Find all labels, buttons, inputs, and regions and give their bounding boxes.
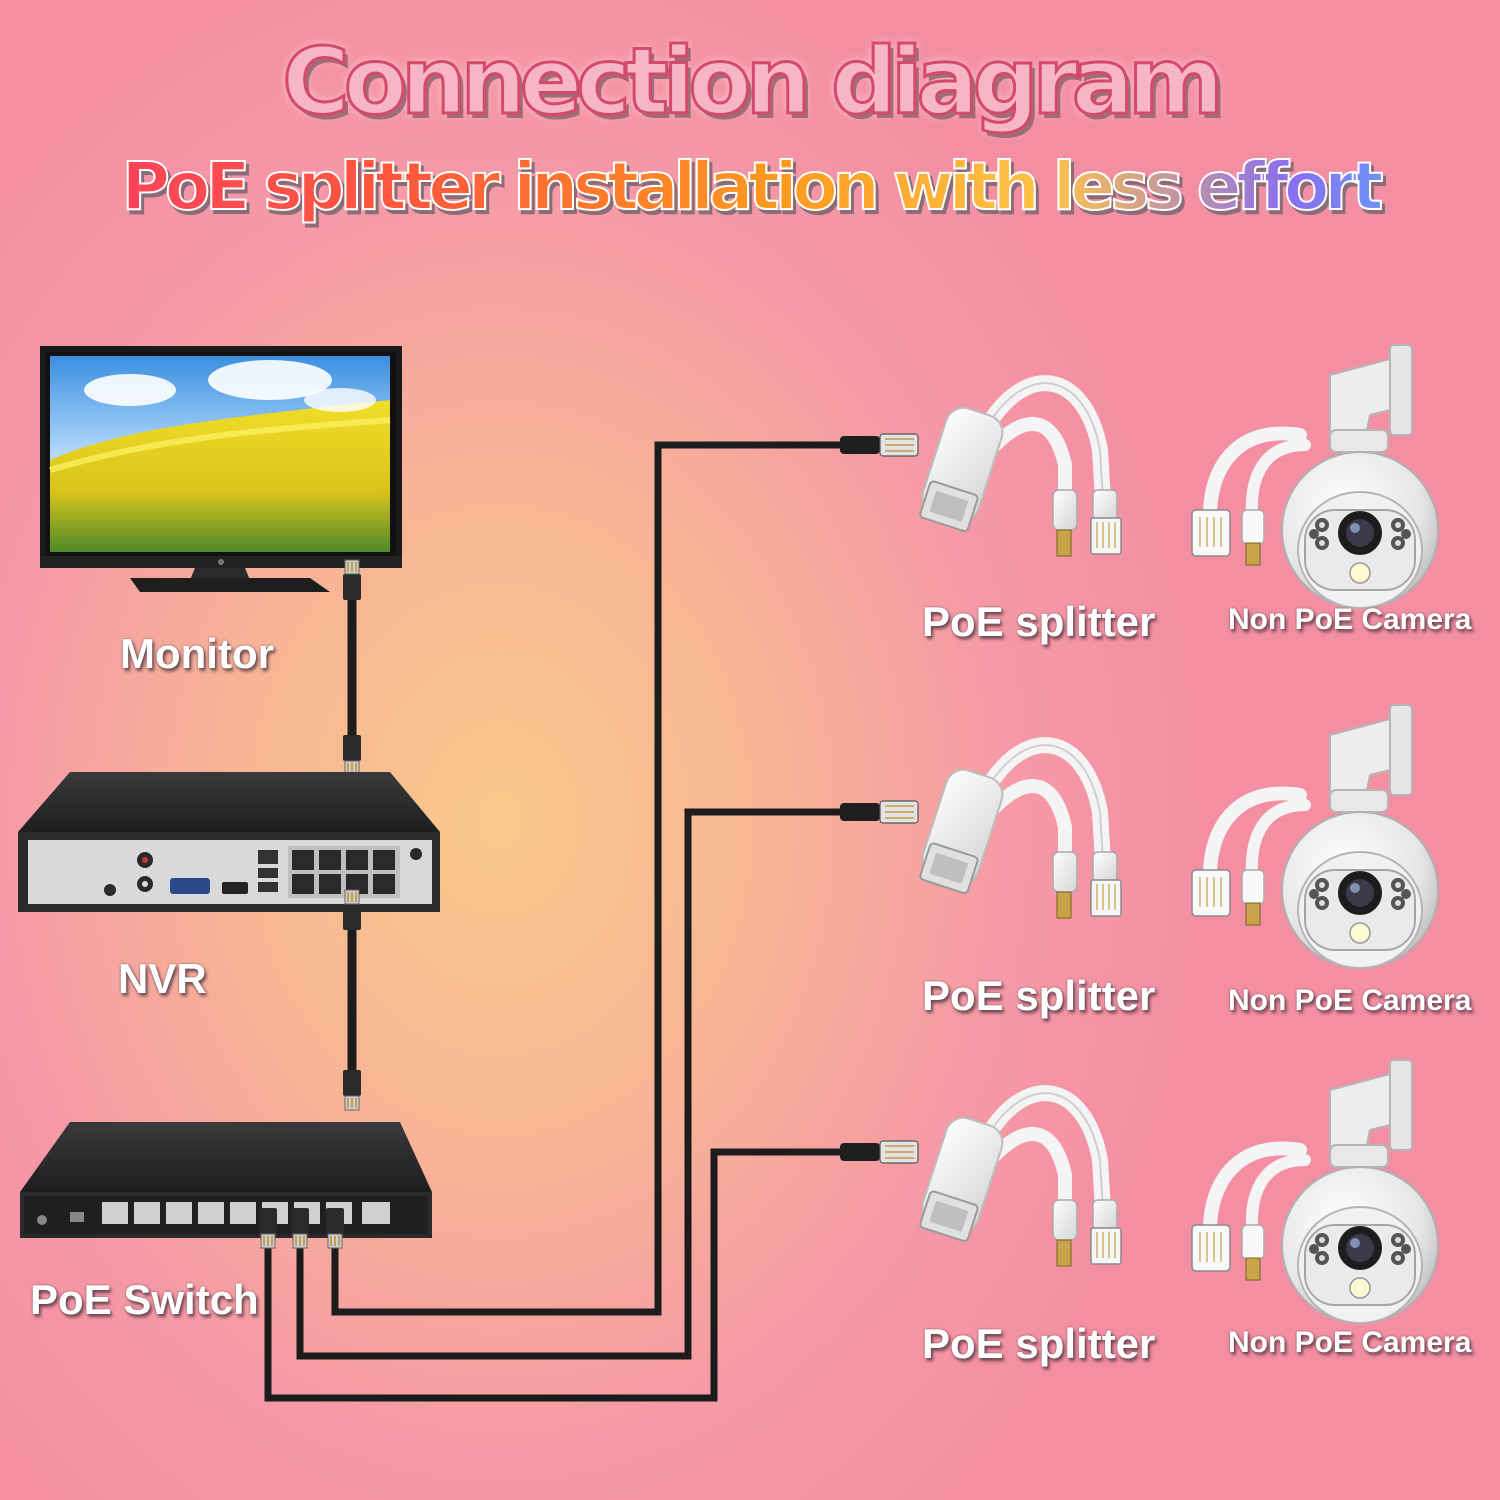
non-poe-camera-label-3: Non PoE Camera (1228, 1326, 1472, 1359)
poe-splitter-1 (915, 383, 1121, 556)
poe-splitter-2 (915, 745, 1121, 918)
cable-switch-splitter-1 (331, 441, 840, 1316)
poe-splitter-3 (915, 1093, 1121, 1266)
page-subtitle: PoE splitter installation with less effo… (0, 147, 1500, 226)
cable-monitor-nvr (342, 559, 362, 776)
non-poe-camera-label-1: Non PoE Camera (1228, 603, 1472, 636)
non-poe-camera-3 (1192, 1060, 1438, 1323)
poe-splitter-label-1: PoE splitter (922, 598, 1156, 645)
non-poe-camera-label-2: Non PoE Camera (1228, 984, 1472, 1017)
cable-switch-splitter-3 (264, 1148, 840, 1402)
monitor-label: Monitor (120, 630, 274, 677)
cable-nvr-switch (342, 889, 362, 1111)
non-poe-camera-2 (1192, 705, 1438, 968)
page-title: Connection diagram (281, 27, 1226, 137)
poe-switch-label: PoE Switch (30, 1276, 259, 1323)
poe-splitter-label-2: PoE splitter (922, 972, 1156, 1019)
non-poe-camera-1 (1192, 345, 1438, 608)
nvr-device (18, 772, 440, 912)
monitor-device (40, 346, 402, 592)
poe-splitter-label-3: PoE splitter (922, 1320, 1156, 1367)
nvr-label: NVR (118, 955, 207, 1002)
poe-switch-device (20, 1122, 432, 1238)
cable-switch-splitter-2 (296, 808, 840, 1360)
